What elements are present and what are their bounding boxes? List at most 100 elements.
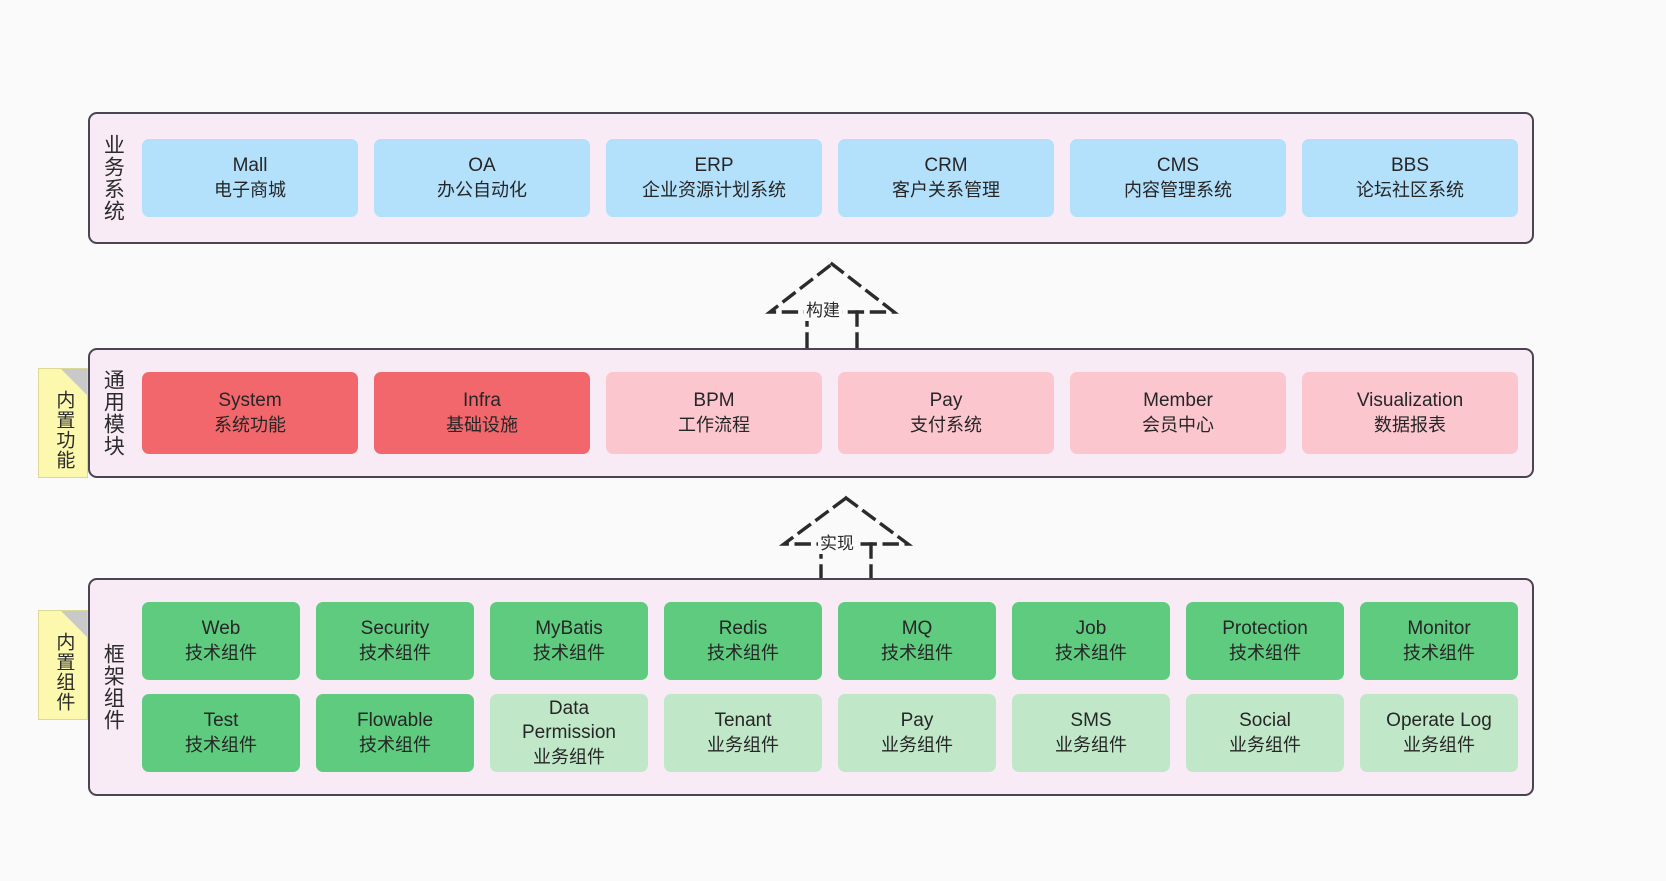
card-subtitle: 论坛社区系统 [1356, 179, 1464, 200]
card-title: Mall [232, 155, 268, 177]
card-mybatis[interactable]: MyBatis 技术组件 [490, 602, 648, 680]
card-cms[interactable]: CMS 内容管理系统 [1070, 139, 1286, 217]
card-title: Test [203, 710, 239, 732]
card-title: Operate Log [1386, 710, 1492, 732]
layer-framework-component: 框架组件 Web 技术组件 Security 技术组件 MyBatis 技术组件… [88, 578, 1534, 796]
note-label: 内置功能 [53, 390, 75, 470]
card-subtitle: 技术组件 [707, 642, 779, 663]
card-title: Social [1239, 710, 1291, 732]
card-subtitle: 企业资源计划系统 [642, 179, 786, 200]
card-infra[interactable]: Infra 基础设施 [374, 372, 590, 454]
connector-implement-label: 实现 [818, 529, 856, 554]
card-job[interactable]: Job 技术组件 [1012, 602, 1170, 680]
card-system[interactable]: System 系统功能 [142, 372, 358, 454]
layer-common-title: 通用模块 [101, 369, 125, 457]
card-title: Flowable [356, 710, 434, 732]
card-subtitle: 技术组件 [533, 642, 605, 663]
card-subtitle: 业务组件 [533, 746, 605, 767]
connector-build: 构建 [752, 258, 912, 350]
card-redis[interactable]: Redis 技术组件 [664, 602, 822, 680]
connector-build-label: 构建 [804, 296, 842, 321]
card-title: System [218, 390, 282, 412]
layer-framework-title: 框架组件 [101, 643, 125, 731]
card-title: OA [468, 155, 496, 177]
card-data-permission[interactable]: Data Permission 业务组件 [490, 694, 648, 772]
card-subtitle: 办公自动化 [437, 179, 527, 200]
card-subtitle: 数据报表 [1374, 414, 1446, 435]
card-subtitle: 技术组件 [1403, 642, 1475, 663]
card-erp[interactable]: ERP 企业资源计划系统 [606, 139, 822, 217]
note-builtin-features: 内置功能 [38, 368, 88, 478]
card-sms[interactable]: SMS 业务组件 [1012, 694, 1170, 772]
card-pay-biz[interactable]: Pay 业务组件 [838, 694, 996, 772]
card-title: Pay [929, 390, 963, 412]
card-title: Web [201, 618, 241, 640]
card-oa[interactable]: OA 办公自动化 [374, 139, 590, 217]
card-pay[interactable]: Pay 支付系统 [838, 372, 1054, 454]
card-monitor[interactable]: Monitor 技术组件 [1360, 602, 1518, 680]
layer-business-title: 业务系统 [101, 134, 125, 222]
card-mall[interactable]: Mall 电子商城 [142, 139, 358, 217]
card-title-line2: Permission [522, 722, 616, 744]
card-title: Data [548, 698, 590, 720]
card-title: CMS [1156, 155, 1200, 177]
card-subtitle: 系统功能 [214, 414, 286, 435]
card-title: Security [360, 618, 430, 640]
card-subtitle: 技术组件 [1229, 642, 1301, 663]
card-title: Job [1075, 618, 1107, 640]
card-title: CRM [924, 155, 968, 177]
card-title: Pay [900, 710, 934, 732]
note-fold-corner-icon [61, 611, 87, 637]
card-title: Member [1143, 390, 1213, 412]
card-title: Infra [462, 390, 502, 412]
layer-framework-cards: Web 技术组件 Security 技术组件 MyBatis 技术组件 Redi… [134, 580, 1532, 794]
card-subtitle: 技术组件 [185, 642, 257, 663]
card-subtitle: 业务组件 [1229, 734, 1301, 755]
card-social[interactable]: Social 业务组件 [1186, 694, 1344, 772]
layer-business-system: 业务系统 Mall 电子商城 OA 办公自动化 ERP 企业资源计划系统 CRM… [88, 112, 1534, 244]
card-bbs[interactable]: BBS 论坛社区系统 [1302, 139, 1518, 217]
card-subtitle: 会员中心 [1142, 414, 1214, 435]
card-subtitle: 业务组件 [707, 734, 779, 755]
card-title: MQ [901, 618, 933, 640]
card-subtitle: 技术组件 [359, 734, 431, 755]
card-flowable[interactable]: Flowable 技术组件 [316, 694, 474, 772]
card-mq[interactable]: MQ 技术组件 [838, 602, 996, 680]
note-label: 内置组件 [53, 632, 75, 712]
card-protection[interactable]: Protection 技术组件 [1186, 602, 1344, 680]
card-visualization[interactable]: Visualization 数据报表 [1302, 372, 1518, 454]
card-test[interactable]: Test 技术组件 [142, 694, 300, 772]
card-bpm[interactable]: BPM 工作流程 [606, 372, 822, 454]
card-title: Redis [718, 618, 768, 640]
card-title: ERP [694, 155, 734, 177]
card-subtitle: 技术组件 [881, 642, 953, 663]
card-subtitle: 技术组件 [185, 734, 257, 755]
card-subtitle: 技术组件 [359, 642, 431, 663]
card-subtitle: 客户关系管理 [892, 179, 1000, 200]
card-title: BPM [693, 390, 735, 412]
card-subtitle: 技术组件 [1055, 642, 1127, 663]
card-operate-log[interactable]: Operate Log 业务组件 [1360, 694, 1518, 772]
card-web[interactable]: Web 技术组件 [142, 602, 300, 680]
framework-tech-row: Web 技术组件 Security 技术组件 MyBatis 技术组件 Redi… [142, 602, 1518, 680]
card-crm[interactable]: CRM 客户关系管理 [838, 139, 1054, 217]
card-subtitle: 业务组件 [1403, 734, 1475, 755]
card-title: Monitor [1407, 618, 1471, 640]
card-subtitle: 支付系统 [910, 414, 982, 435]
card-title: SMS [1070, 710, 1112, 732]
card-title: Visualization [1356, 390, 1464, 412]
card-subtitle: 基础设施 [446, 414, 518, 435]
card-title: MyBatis [535, 618, 603, 640]
card-subtitle: 电子商城 [214, 179, 286, 200]
card-security[interactable]: Security 技术组件 [316, 602, 474, 680]
card-title: Protection [1222, 618, 1308, 640]
layer-common-module: 通用模块 System 系统功能 Infra 基础设施 BPM 工作流程 Pay… [88, 348, 1534, 478]
card-title: Tenant [714, 710, 772, 732]
layer-common-cards: System 系统功能 Infra 基础设施 BPM 工作流程 Pay 支付系统… [134, 350, 1532, 476]
card-member[interactable]: Member 会员中心 [1070, 372, 1286, 454]
card-subtitle: 工作流程 [678, 414, 750, 435]
card-subtitle: 业务组件 [1055, 734, 1127, 755]
card-tenant[interactable]: Tenant 业务组件 [664, 694, 822, 772]
layer-business-cards: Mall 电子商城 OA 办公自动化 ERP 企业资源计划系统 CRM 客户关系… [134, 114, 1532, 242]
